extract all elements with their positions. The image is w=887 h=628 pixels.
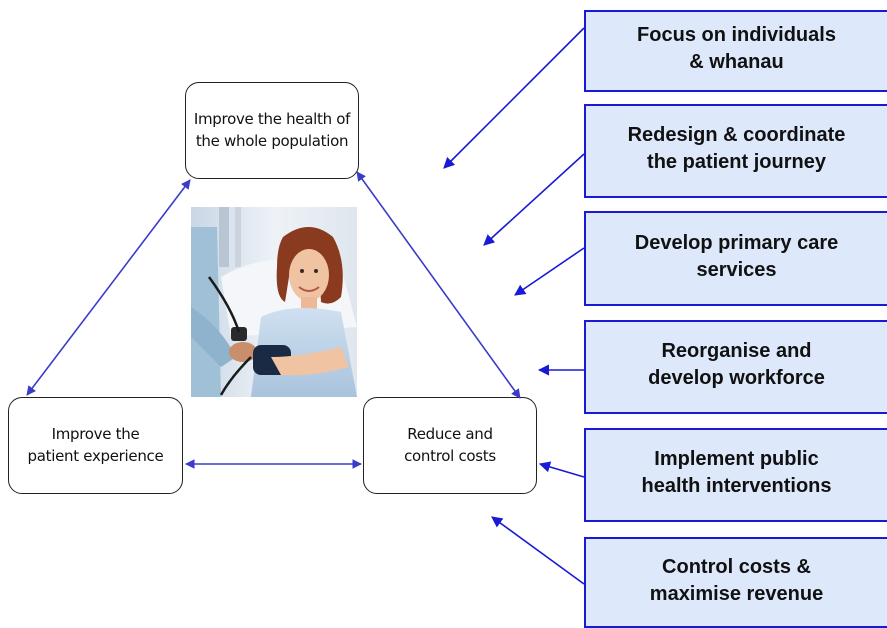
panel-text-line: health interventions: [641, 475, 832, 497]
photo-illustration: [191, 207, 357, 397]
patient-blood-pressure-photo: [191, 207, 357, 397]
node-text-line: the whole population: [195, 131, 349, 150]
panel-text-line: Redesign & coordinate: [627, 124, 846, 147]
node-improve-population-health: Improve the health of the whole populati…: [185, 82, 359, 179]
panel-text-line: Reorganise and: [661, 340, 812, 363]
panel-focus-individuals: Focus on individuals & whanau: [584, 10, 887, 92]
node-text-line: Improve the health of: [193, 109, 351, 128]
panel-text-line: the patient journey: [647, 151, 826, 173]
panel-text-line: Focus on individuals: [637, 24, 836, 47]
arrow-from-panel-6: [491, 516, 585, 585]
arrow-from-panel-1: [443, 27, 585, 169]
arrow-from-panel-3: [514, 247, 585, 296]
panel-text-line: Implement public: [654, 448, 819, 471]
panel-workforce: Reorganise and develop workforce: [584, 320, 887, 414]
arrow-from-panel-5: [538, 461, 585, 478]
panel-text-line: maximise revenue: [649, 582, 824, 605]
panel-text-line: services: [696, 258, 777, 281]
node-text-line: patient experience: [27, 446, 164, 465]
panel-control-costs: Control costs & maximise revenue: [584, 537, 887, 628]
arrow-top-left: [26, 179, 191, 396]
panel-primary-care: Develop primary care services: [584, 211, 887, 306]
node-text-line: control costs: [404, 446, 496, 465]
node-reduce-control-costs: Reduce and control costs: [363, 397, 537, 494]
node-improve-patient-experience: Improve the patient experience: [8, 397, 183, 494]
panel-text-line: & whanau: [689, 51, 784, 73]
panel-text-line: Develop primary care: [634, 231, 839, 254]
panel-text-line: Control costs &: [662, 555, 811, 578]
panel-redesign-patient-journey: Redesign & coordinate the patient journe…: [584, 104, 887, 198]
panel-public-health: Implement public health interventions: [584, 428, 887, 522]
arrow-from-panel-2: [483, 153, 585, 246]
arrow-top-right: [356, 171, 521, 399]
panel-text-line: develop workforce: [648, 367, 825, 389]
node-text-line: Improve the: [51, 424, 140, 443]
node-text-line: Reduce and: [407, 424, 493, 443]
